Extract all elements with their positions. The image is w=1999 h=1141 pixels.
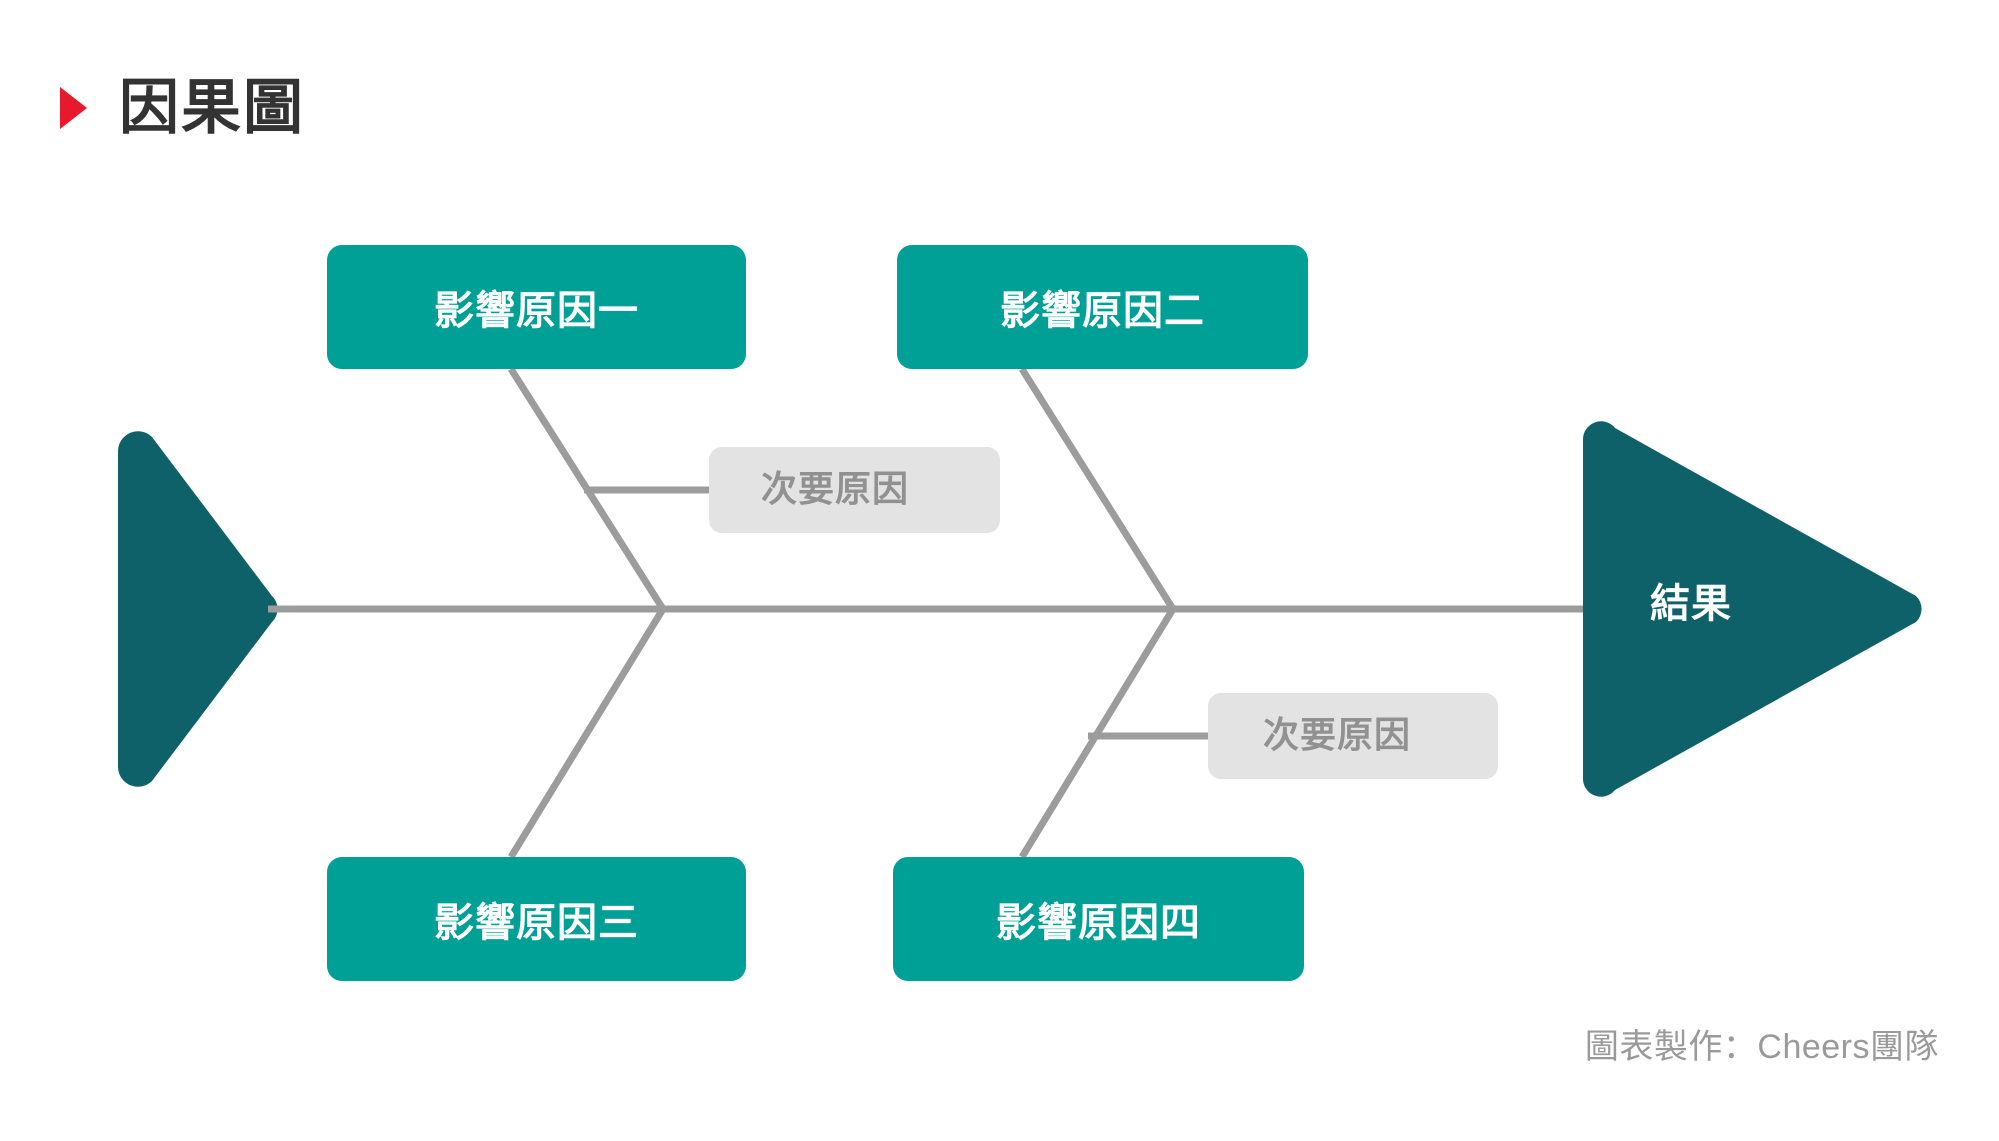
- rib-line-cause-2: [1019, 367, 1176, 611]
- sub-cause-box-lower[interactable]: [1208, 693, 1498, 779]
- cause-box-label: 影響原因一: [434, 289, 639, 333]
- rib-line-cause-3: [508, 607, 666, 859]
- tail-arrow-shape: [118, 431, 278, 787]
- red-triangle-bullet-icon: [60, 87, 87, 129]
- page-title: 因果圖: [119, 74, 305, 141]
- sub-cause-label-lower: 次要原因: [1263, 714, 1412, 755]
- cause-box-label: 影響原因二: [1000, 289, 1205, 333]
- cause-box-label: 影響原因三: [434, 901, 639, 945]
- page-title-row: 因果圖: [60, 62, 305, 154]
- result-arrow-shape: [1582, 421, 1922, 797]
- sub-cause-box-upper[interactable]: [709, 447, 1000, 533]
- cause-box-top-left[interactable]: 影響原因一: [327, 245, 746, 369]
- cause-box-bottom-left[interactable]: 影響原因三: [327, 857, 746, 981]
- cause-box-top-right[interactable]: 影響原因二: [897, 245, 1308, 369]
- sub-cause-label-upper: 次要原因: [761, 468, 910, 509]
- cause-box-bottom-right[interactable]: 影響原因四: [893, 857, 1304, 981]
- result-label: 結果: [1650, 582, 1732, 626]
- cause-box-label: 影響原因四: [996, 901, 1201, 945]
- footer-credit: 圖表製作：Cheers團隊: [1584, 1028, 1939, 1066]
